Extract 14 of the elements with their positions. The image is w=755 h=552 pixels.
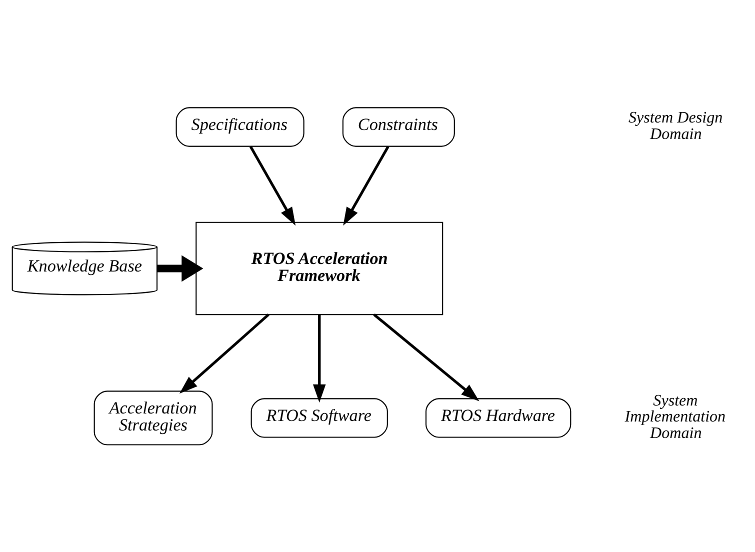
label: System Implementation Domain	[624, 392, 726, 442]
node-box: Specifications	[176, 106, 304, 146]
arrow	[373, 313, 480, 401]
node-box: RTOS Software	[250, 398, 388, 438]
arrow	[343, 145, 390, 226]
node-box: Acceleration Strategies	[94, 390, 213, 445]
arrow	[249, 145, 296, 226]
arrow	[179, 313, 270, 394]
arrow	[157, 254, 204, 282]
node-box: RTOS Hardware	[425, 398, 572, 438]
label: System Design Domain	[628, 109, 723, 142]
arrow	[312, 314, 326, 402]
node-box: RTOS Acceleration Framework	[196, 221, 444, 315]
node-box: Constraints	[342, 106, 455, 146]
